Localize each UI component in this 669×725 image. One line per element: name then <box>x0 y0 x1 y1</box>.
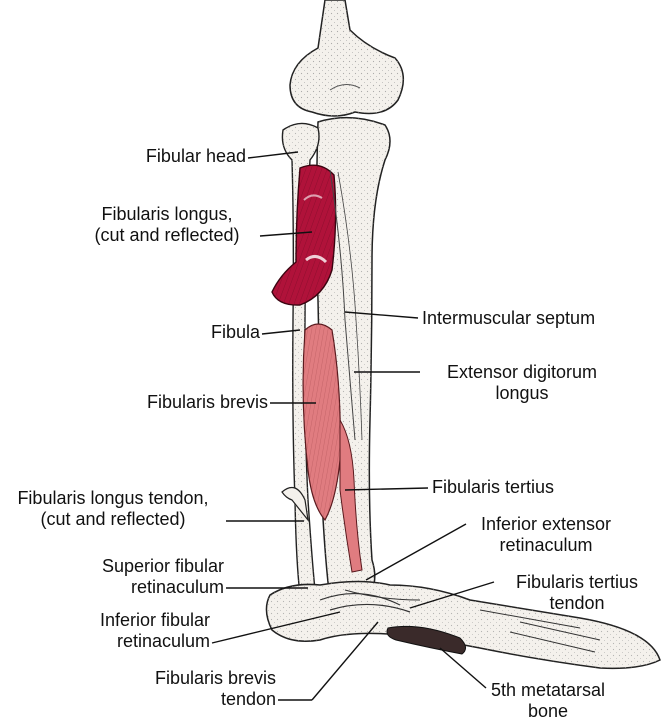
leader-inferior-fibular-retinaculum <box>211 611 341 644</box>
label-intermuscular-septum: Intermuscular septum <box>422 308 596 328</box>
label-fibularis-brevis: Fibularis brevis <box>146 392 268 412</box>
leader-intermuscular-septum <box>344 311 419 319</box>
fibularis-longus-tendon <box>281 486 309 523</box>
femur <box>289 0 404 117</box>
leader-fibula <box>261 329 301 335</box>
label-fibularis-tertius: Fibularis tertius <box>432 477 555 497</box>
label-fibularis-tertius-tendon: Fibularis tertius tendon <box>515 572 639 613</box>
label-inferior-extensor-retinaculum: Inferior extensor retinaculum <box>480 514 612 555</box>
label-fibularis-longus: Fibularis longus, (cut and reflected) <box>94 204 240 245</box>
label-extensor-digitorum-longus: Extensor digitorum longus <box>446 362 598 403</box>
label-fibula: Fibula <box>210 322 260 342</box>
fibularis-brevis-muscle <box>302 323 363 573</box>
leader-fibularis-longus <box>259 231 313 237</box>
label-fibular-head: Fibular head <box>145 146 246 166</box>
label-inferior-fibular-retinaculum: Inferior fibular retinaculum <box>99 610 210 651</box>
leader-fibular-head <box>247 151 299 159</box>
intermuscular-septum <box>329 169 363 441</box>
label-superior-fibular-retinaculum: Superior fibular retinaculum <box>101 556 224 597</box>
leader-fifth-metatarsal <box>439 647 487 689</box>
foot-bones <box>265 580 661 670</box>
leader-fibularis-brevis-tendon-diag <box>311 621 379 701</box>
label-fibularis-longus-tendon: Fibularis longus tendon, (cut and reflec… <box>17 488 209 529</box>
leader-fibularis-tertius <box>344 487 429 491</box>
label-fibularis-brevis-tendon: Fibularis brevis tendon <box>154 668 276 709</box>
fibula-bone <box>281 122 320 596</box>
label-fifth-metatarsal: 5th metatarsal bone <box>490 680 606 721</box>
leader-fibularis-tertius-tendon <box>409 581 495 609</box>
leader-lines <box>211 151 495 701</box>
fibularis-longus-muscle <box>271 164 337 306</box>
leader-inferior-extensor-retinaculum <box>365 523 467 581</box>
